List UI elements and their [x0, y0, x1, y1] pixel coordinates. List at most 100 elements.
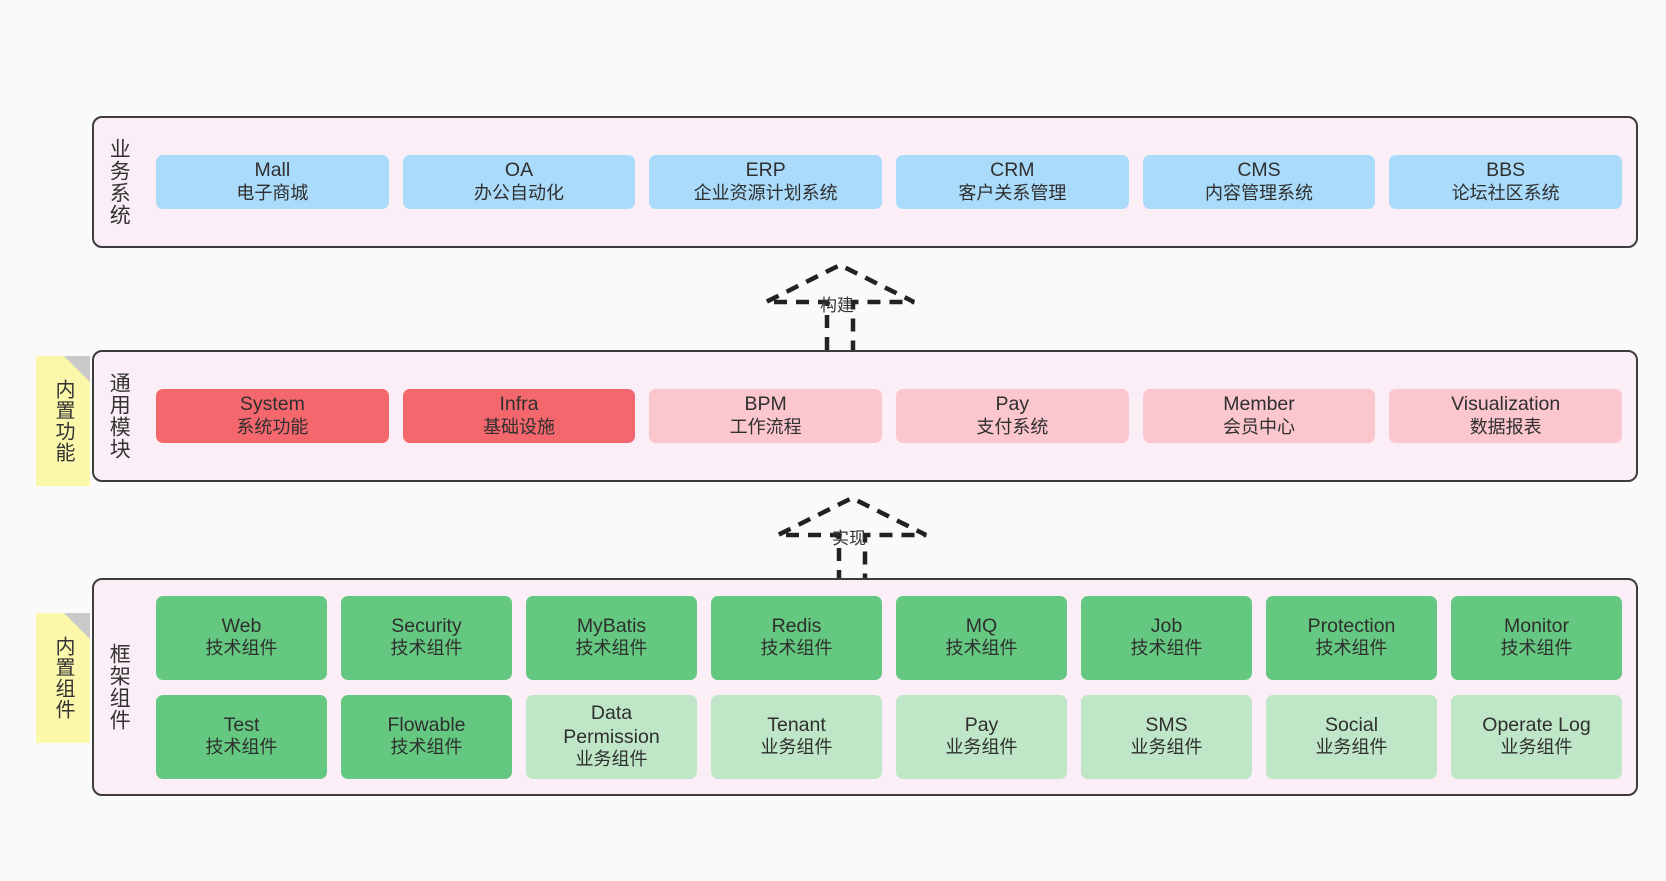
node-title: Security: [391, 614, 462, 637]
node-row-business: Mall 电子商城 OA 办公自动化 ERP 企业资源计划系统 CRM 客户关系…: [156, 155, 1623, 209]
node-title: BBS: [1486, 159, 1526, 182]
node-mall[interactable]: Mall 电子商城: [156, 155, 389, 209]
node-test[interactable]: Test 技术组件: [156, 694, 327, 779]
node-subtitle: 企业资源计划系统: [693, 182, 838, 203]
sticky-note-label: 内置功能: [52, 379, 74, 463]
node-title: SMS: [1145, 713, 1188, 736]
node-title: Operate Log: [1482, 713, 1591, 736]
connector-implement-label: 实现: [832, 529, 866, 548]
node-title: ERP: [745, 159, 786, 182]
layer-title-common-module: 通用模块: [107, 372, 131, 460]
node-title: Infra: [499, 393, 539, 416]
node-subtitle: 技术组件: [390, 737, 463, 758]
node-title: Visualization: [1451, 393, 1561, 416]
node-crm[interactable]: CRM 客户关系管理: [896, 155, 1129, 209]
node-title: Mall: [254, 159, 291, 182]
node-subtitle: 工作流程: [729, 416, 802, 437]
node-pay-component[interactable]: Pay 业务组件: [896, 694, 1067, 779]
node-cms[interactable]: CMS 内容管理系统: [1142, 155, 1376, 209]
node-title: Redis: [771, 614, 822, 637]
node-title: Data Permission: [563, 701, 660, 748]
node-visualization[interactable]: Visualization 数据报表: [1389, 389, 1623, 443]
node-security[interactable]: Security 技术组件: [341, 595, 512, 680]
node-subtitle: 会员中心: [1223, 416, 1296, 437]
node-bbs[interactable]: BBS 论坛社区系统: [1389, 155, 1623, 209]
node-title: Web: [221, 614, 262, 637]
node-pay-module[interactable]: Pay 支付系统: [896, 389, 1129, 443]
node-tenant[interactable]: Tenant 业务组件: [711, 694, 882, 779]
sticky-note-builtin-component: 内置组件: [36, 613, 90, 743]
node-title: Tenant: [767, 713, 826, 736]
implement-arrow-icon: [776, 495, 928, 583]
node-oa[interactable]: OA 办公自动化: [402, 155, 636, 209]
node-infra[interactable]: Infra 基础设施: [402, 389, 636, 443]
node-operate-log[interactable]: Operate Log 业务组件: [1451, 694, 1622, 779]
node-subtitle: 技术组件: [205, 737, 278, 758]
node-subtitle: 办公自动化: [474, 182, 564, 203]
node-redis[interactable]: Redis 技术组件: [711, 595, 882, 680]
node-subtitle: 业务组件: [1315, 737, 1388, 758]
node-subtitle: 数据报表: [1469, 416, 1542, 437]
node-title: Test: [223, 713, 260, 736]
node-title: Protection: [1307, 614, 1396, 637]
layer-common-module: 通用模块 System 系统功能 Infra 基础设施 BPM 工作流程 Pay…: [92, 350, 1638, 482]
node-social[interactable]: Social 业务组件: [1266, 694, 1437, 779]
layer-body-common-module: System 系统功能 Infra 基础设施 BPM 工作流程 Pay 支付系统…: [142, 352, 1636, 480]
node-erp[interactable]: ERP 企业资源计划系统: [649, 155, 883, 209]
node-subtitle: 论坛社区系统: [1451, 182, 1560, 203]
node-subtitle: 技术组件: [1130, 638, 1203, 659]
node-mybatis[interactable]: MyBatis 技术组件: [526, 595, 697, 680]
node-title: System: [239, 393, 305, 416]
node-subtitle: 技术组件: [205, 638, 278, 659]
node-title: MyBatis: [576, 614, 647, 637]
layer-title-business-system: 业务系统: [107, 138, 131, 226]
note-fold-corner-icon: [64, 613, 90, 639]
sticky-note-label: 内置组件: [52, 636, 74, 720]
node-subtitle: 技术组件: [760, 638, 833, 659]
node-subtitle: 技术组件: [945, 638, 1018, 659]
node-monitor[interactable]: Monitor 技术组件: [1451, 595, 1622, 680]
node-job[interactable]: Job 技术组件: [1081, 595, 1252, 680]
node-subtitle: 客户关系管理: [958, 182, 1067, 203]
node-subtitle: 技术组件: [575, 638, 648, 659]
layer-body-framework-component: Web 技术组件 Security 技术组件 MyBatis 技术组件 Redi…: [142, 580, 1636, 794]
node-subtitle: 内容管理系统: [1205, 182, 1314, 203]
node-title: Pay: [995, 393, 1030, 416]
node-sms[interactable]: SMS 业务组件: [1081, 694, 1252, 779]
connector-build: 构建: [760, 262, 920, 350]
node-row-framework-tech: Web 技术组件 Security 技术组件 MyBatis 技术组件 Redi…: [156, 595, 1622, 680]
connector-build-label: 构建: [820, 296, 854, 315]
node-bpm[interactable]: BPM 工作流程: [649, 389, 883, 443]
node-mq[interactable]: MQ 技术组件: [896, 595, 1067, 680]
node-member[interactable]: Member 会员中心: [1142, 389, 1376, 443]
sticky-note-builtin-function: 内置功能: [36, 356, 90, 486]
node-title: Pay: [964, 713, 999, 736]
node-row-common: System 系统功能 Infra 基础设施 BPM 工作流程 Pay 支付系统…: [156, 389, 1623, 443]
connector-implement-wrap: 实现: [772, 495, 932, 583]
node-data-permission[interactable]: Data Permission 业务组件: [526, 694, 697, 779]
node-subtitle: 业务组件: [945, 737, 1018, 758]
node-subtitle: 技术组件: [1315, 638, 1388, 659]
node-flowable[interactable]: Flowable 技术组件: [341, 694, 512, 779]
node-subtitle: 业务组件: [575, 749, 648, 770]
node-title: Monitor: [1503, 614, 1570, 637]
node-subtitle: 基础设施: [483, 416, 555, 437]
node-subtitle: 业务组件: [760, 737, 833, 758]
layer-title-framework-component: 框架组件: [107, 643, 131, 731]
node-system[interactable]: System 系统功能: [156, 389, 389, 443]
node-title: Member: [1223, 393, 1295, 416]
layer-framework-component: 框架组件 Web 技术组件 Security 技术组件 MyBatis 技术组件…: [92, 578, 1638, 796]
node-subtitle: 电子商城: [236, 182, 309, 203]
node-title: CRM: [990, 159, 1035, 182]
node-title: BPM: [744, 393, 787, 416]
node-title: Flowable: [387, 713, 466, 736]
node-subtitle: 支付系统: [976, 416, 1049, 437]
layer-business-system: 业务系统 Mall 电子商城 OA 办公自动化 ERP 企业资源计划系统 CRM…: [92, 116, 1638, 248]
node-web[interactable]: Web 技术组件: [156, 595, 327, 680]
build-arrow-icon: [764, 262, 916, 350]
node-subtitle: 业务组件: [1130, 737, 1203, 758]
node-row-framework-business: Test 技术组件 Flowable 技术组件 Data Permission …: [156, 694, 1622, 779]
node-protection[interactable]: Protection 技术组件: [1266, 595, 1437, 680]
node-title: OA: [504, 159, 534, 182]
